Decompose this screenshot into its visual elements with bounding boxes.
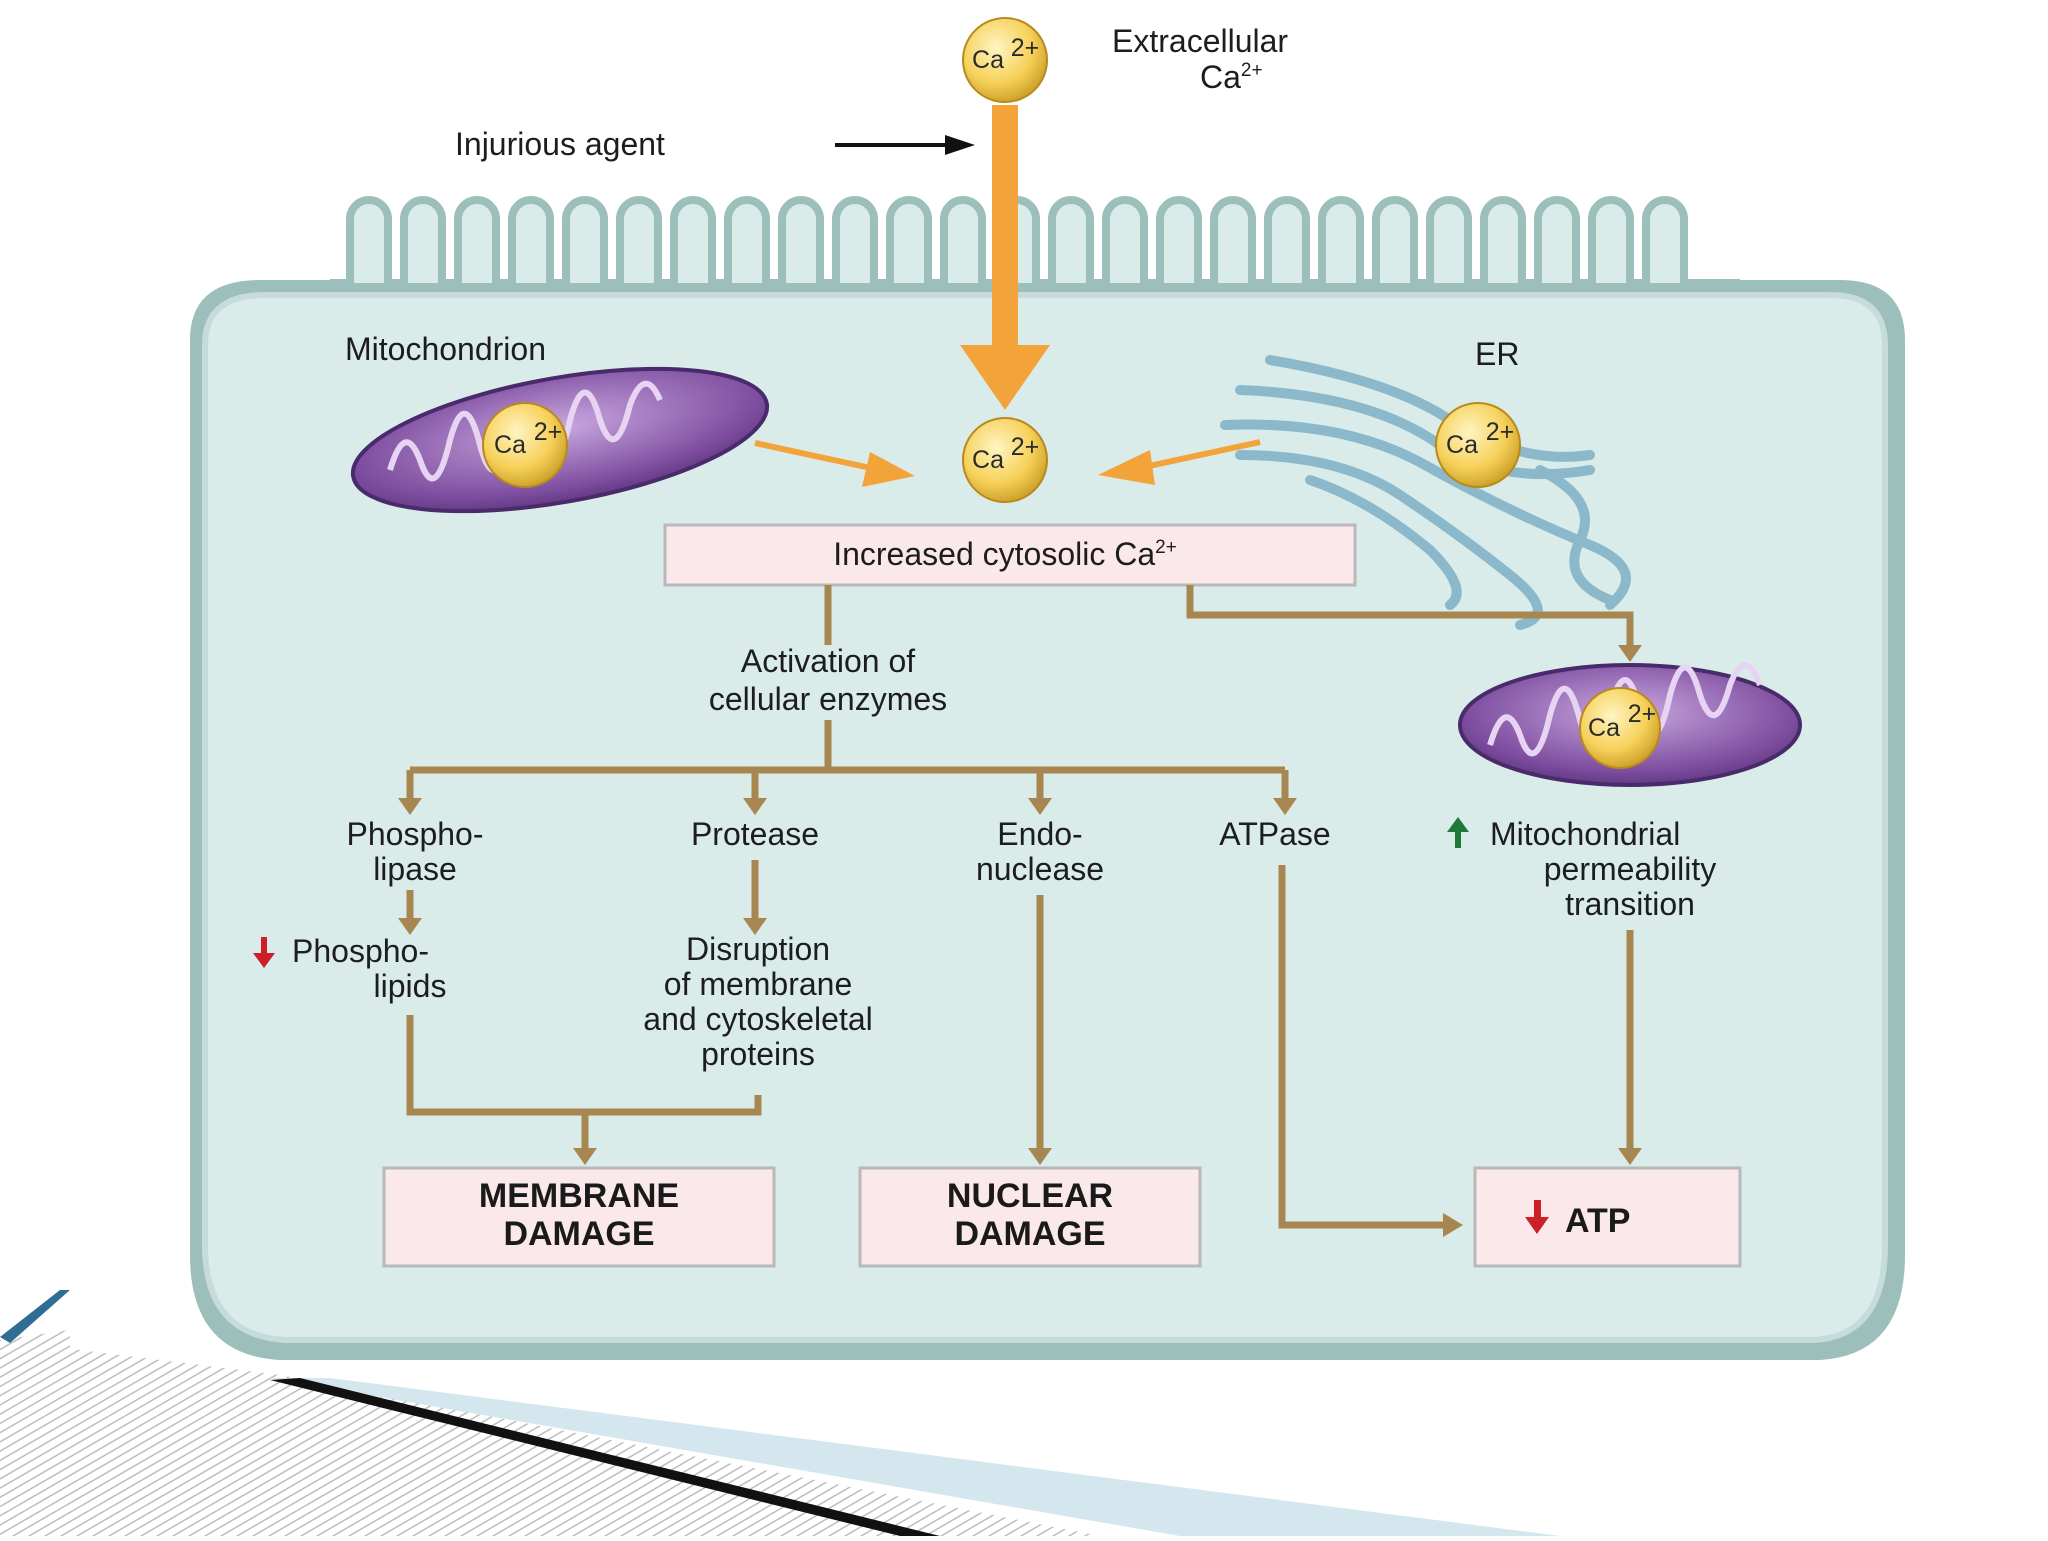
disruption-line1: Disruption (686, 931, 830, 967)
mitochondrion-right: Ca 2+ (1458, 662, 1802, 787)
svg-text:Increased cytosolic Ca2+: Increased cytosolic Ca2+ (833, 536, 1177, 572)
up-arrow-icon (1447, 817, 1469, 848)
flow-arrowheads (398, 645, 1642, 1237)
svg-text:Ca: Ca (1588, 714, 1620, 742)
activation-label-line1: Activation of (741, 643, 915, 679)
svg-text:DAMAGE: DAMAGE (954, 1215, 1105, 1253)
svg-text:NUCLEAR: NUCLEAR (947, 1177, 1113, 1215)
phospholipids-line2: lipids (374, 968, 447, 1004)
svg-text:Ca: Ca (972, 46, 1004, 74)
membrane-damage-box: MEMBRANE DAMAGE (382, 1166, 776, 1268)
nuclear-damage-box: NUCLEAR DAMAGE (858, 1166, 1202, 1268)
mpt-line1: Mitochondrial (1490, 816, 1680, 852)
svg-text:Ca: Ca (494, 431, 526, 459)
mitochondrion-label: Mitochondrion (345, 331, 546, 367)
phospholipase-line2: lipase (373, 851, 457, 887)
phospholipids-line1: Phospho- (292, 933, 429, 969)
svg-text:MEMBRANE: MEMBRANE (479, 1177, 679, 1215)
injurious-agent-arrow (835, 135, 975, 155)
mito-release-arrow (754, 440, 915, 487)
increased-text: Increased cytosolic Ca (833, 536, 1155, 572)
slide-decoration (0, 1290, 1560, 1536)
injurious-agent-label: Injurious agent (455, 126, 665, 162)
extracellular-ca-ion: Ca 2+ (962, 17, 1048, 103)
extracellular-ion-base: Ca (972, 46, 1004, 74)
svg-text:DAMAGE: DAMAGE (503, 1215, 654, 1253)
extracellular-label-line2: Ca2+ (1200, 59, 1263, 95)
svg-text:Ca: Ca (1446, 431, 1478, 459)
cytosolic-ca-ion: Ca 2+ (962, 417, 1048, 503)
microvilli (330, 196, 1740, 287)
disruption-line2: of membrane (664, 966, 853, 1002)
increased-cytosolic-box: Increased cytosolic Ca2+ (663, 523, 1357, 587)
disruption-line4: proteins (701, 1036, 815, 1072)
svg-text:2+: 2+ (1011, 433, 1040, 461)
extracellular-ion-sup: 2+ (1011, 34, 1040, 62)
mpt-line2: permeability (1544, 851, 1717, 887)
disruption-line3: and cytoskeletal (643, 1001, 872, 1037)
er-label: ER (1475, 336, 1519, 372)
svg-text:2+: 2+ (534, 418, 563, 446)
er-release-arrow (1098, 439, 1261, 485)
endoplasmic-reticulum (1220, 355, 1631, 630)
svg-text:Ca: Ca (972, 446, 1004, 474)
mpt-line3: transition (1565, 886, 1695, 922)
mitochondrion-left: Ca 2+ (350, 366, 770, 514)
atpase-label: ATPase (1219, 816, 1330, 852)
atp-down-arrow-icon (1525, 1200, 1549, 1234)
er-ca-ion: Ca 2+ (1435, 402, 1521, 488)
calcium-influx-arrow (960, 105, 1050, 410)
protease-label: Protease (691, 816, 819, 852)
flow-connectors (406, 585, 1634, 1229)
svg-text:2+: 2+ (1628, 700, 1657, 728)
atp-box: ATP (1473, 1166, 1742, 1268)
phospholipase-line1: Phospho- (347, 816, 484, 852)
svg-text:ATP: ATP (1565, 1202, 1630, 1240)
increased-sup: 2+ (1155, 537, 1177, 558)
endonuclease-line1: Endo- (997, 816, 1082, 852)
activation-label-line2: cellular enzymes (709, 681, 947, 717)
endonuclease-line2: nuclease (976, 851, 1104, 887)
down-arrow-icon (253, 937, 275, 968)
extracellular-label-line1: Extracellular (1112, 23, 1288, 59)
svg-text:2+: 2+ (1486, 418, 1515, 446)
